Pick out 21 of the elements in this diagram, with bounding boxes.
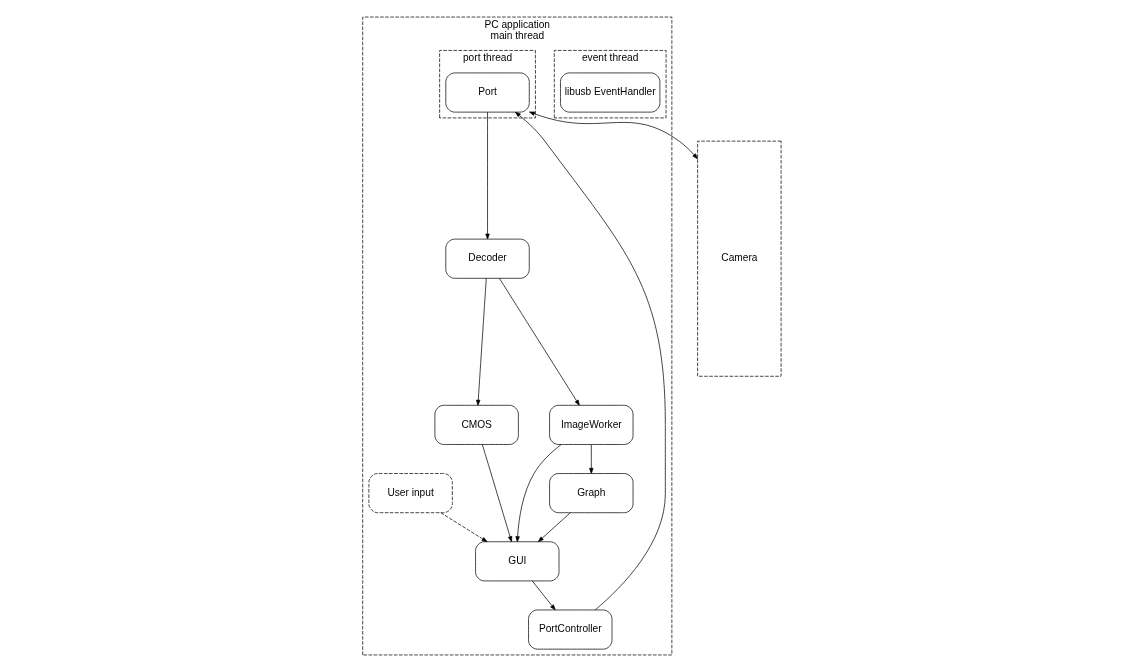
node-box: Graph bbox=[548, 473, 633, 514]
arrow bbox=[514, 444, 561, 543]
arrow bbox=[484, 111, 490, 240]
arrow bbox=[537, 512, 571, 542]
arrow bbox=[481, 444, 512, 543]
node-box: ImageWorker bbox=[548, 404, 633, 445]
node-box: CMOS bbox=[434, 404, 519, 445]
arrow bbox=[588, 444, 593, 474]
node-box: User input bbox=[368, 473, 453, 514]
node-box: Camera bbox=[696, 140, 781, 377]
node-box: PortController bbox=[527, 609, 612, 650]
arrow bbox=[528, 111, 698, 160]
arrow bbox=[440, 512, 487, 543]
arrow bbox=[498, 277, 580, 406]
node-box: GUI bbox=[474, 541, 559, 582]
node-box: Decoder bbox=[444, 238, 530, 279]
node-box: Port bbox=[444, 72, 530, 113]
arrow bbox=[475, 277, 487, 406]
node-box: libusb EventHandler bbox=[559, 72, 660, 113]
arrow bbox=[514, 111, 666, 611]
arrow bbox=[531, 580, 556, 611]
